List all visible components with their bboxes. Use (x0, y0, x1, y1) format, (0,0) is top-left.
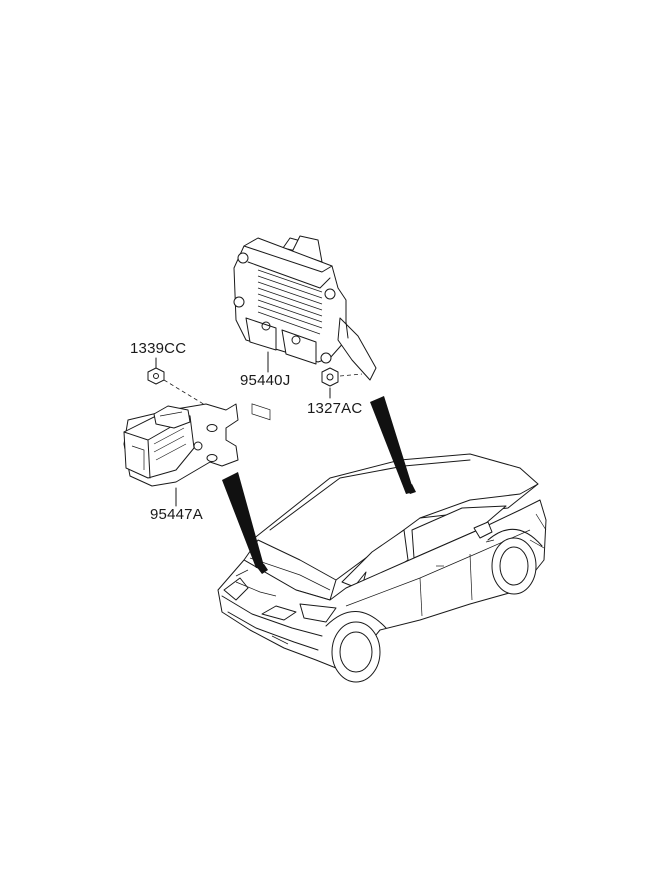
part-label-bracket-module: 95447A (150, 506, 203, 523)
pointer-arrow-bracket (222, 472, 264, 568)
bracket-module-drawing (123, 403, 239, 507)
pointer-arrow-ecu (370, 396, 414, 494)
part-label-nut: 1327AC (307, 400, 363, 417)
part-label-ecu-module: 95440J (240, 372, 291, 389)
nut-icon (321, 367, 363, 399)
suv-vehicle-drawing (217, 453, 547, 683)
bolt-icon (147, 357, 211, 409)
ecu-module-drawing (233, 235, 377, 421)
part-label-bolt: 1339CC (130, 340, 187, 357)
